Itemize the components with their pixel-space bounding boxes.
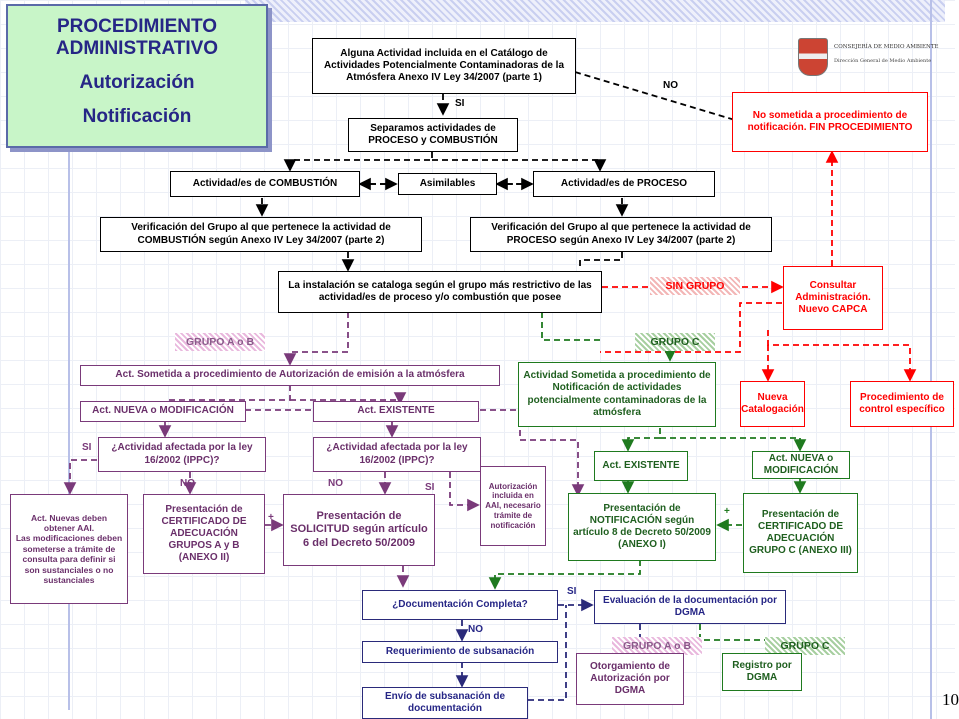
node-act-nueva-modificacion: Act. NUEVA o MODIFICACIÓN — [80, 401, 246, 422]
band-grupo-ab-2: GRUPO A o B — [612, 637, 702, 655]
node-certificado-c: Presentación de CERTIFICADO DE ADECUACIÓ… — [743, 493, 858, 573]
node-requerimiento: Requerimiento de subsanación — [362, 641, 558, 663]
node-autorizacion-aai: Autorización incluida en AAI, necesario … — [480, 466, 546, 546]
band-grupo-c: GRUPO C — [635, 333, 715, 351]
node-consultar: Consultar Administración. Nuevo CAPCA — [783, 266, 883, 330]
node-documentacion-completa: ¿Documentación Completa? — [362, 590, 558, 620]
node-otorgamiento: Otorgamiento de Autorización por DGMA — [576, 653, 684, 705]
node-no-sometida: No sometida a procedimiento de notificac… — [732, 92, 928, 152]
label-plus-1: + — [268, 512, 274, 523]
node-envio: Envío de subsanación de documentación — [362, 687, 528, 719]
coat-of-arms-icon — [798, 38, 828, 76]
node-ippc-2: ¿Actividad afectada por la ley 16/2002 (… — [313, 437, 481, 472]
title-line-2: ADMINISTRATIVO — [55, 38, 219, 59]
node-ippc-1: ¿Actividad afectada por la ley 16/2002 (… — [98, 437, 266, 472]
title-box: PROCEDIMIENTO ADMINISTRATIVO Autorizació… — [6, 4, 268, 148]
node-solicitud: Presentación de SOLICITUD según artículo… — [283, 494, 435, 566]
band-grupo-c-2: GRUPO C — [765, 637, 845, 655]
page-number: 10 — [942, 690, 959, 709]
node-notificacion: Presentación de NOTIFICACIÓN según artíc… — [568, 493, 716, 561]
band-grupo-ab: GRUPO A o B — [175, 333, 265, 351]
node-act-autorizacion: Act. Sometida a procedimiento de Autoriz… — [80, 365, 500, 386]
node-evaluacion: Evaluación de la documentación por DGMA — [594, 590, 786, 624]
node-act-notificacion: Actividad Sometida a procedimiento de No… — [518, 362, 716, 427]
right-rule — [930, 0, 932, 719]
label-si-3: SI — [425, 482, 435, 493]
label-no-2: NO — [180, 478, 195, 489]
logo: CONSEJERÍA DE MEDIO AMBIENTE Dirección G… — [790, 30, 940, 85]
label-no-1: NO — [663, 80, 678, 91]
label-si-4: SI — [567, 586, 577, 597]
node-procedimiento-control: Procedimiento de control específico — [850, 381, 954, 427]
node-combustion: Actividad/es de COMBUSTIÓN — [170, 171, 360, 197]
logo-line-2: Dirección General de Medio Ambiente — [834, 58, 932, 64]
node-act-existente: Act. EXISTENTE — [313, 401, 479, 422]
node-registro: Registro por DGMA — [722, 653, 802, 691]
left-rule — [68, 150, 70, 710]
node-c-nueva: Act. NUEVA o MODIFICACIÓN — [752, 451, 850, 479]
label-plus-2: + — [724, 506, 730, 517]
node-verif-proceso: Verificación del Grupo al que pertenece … — [470, 217, 772, 252]
node-certificado-ab: Presentación de CERTIFICADO DE ADECUACIÓ… — [143, 494, 265, 574]
node-verif-combustion: Verificación del Grupo al que pertenece … — [100, 217, 422, 252]
node-catalogo: Alguna Actividad incluida en el Catálogo… — [312, 38, 576, 94]
title-line-1: PROCEDIMIENTO — [56, 16, 218, 37]
label-si-2: SI — [82, 442, 92, 453]
node-proceso: Actividad/es de PROCESO — [533, 171, 715, 197]
node-cataloga: La instalación se cataloga según el grup… — [278, 271, 602, 313]
title-line-4: Notificación — [82, 106, 192, 127]
label-no-4: NO — [468, 624, 483, 635]
top-band — [245, 0, 945, 22]
node-nueva-catalogacion: Nueva Catalogación — [740, 381, 805, 427]
band-sin-grupo: SIN GRUPO — [650, 277, 740, 295]
node-separamos: Separamos actividades de PROCESO y COMBU… — [348, 118, 518, 152]
node-asimilables: Asimilables — [398, 173, 497, 195]
title-line-3: Autorización — [79, 72, 195, 93]
node-c-existente: Act. EXISTENTE — [594, 451, 688, 481]
label-no-3: NO — [328, 478, 343, 489]
logo-line-1: CONSEJERÍA DE MEDIO AMBIENTE — [834, 44, 939, 50]
node-nuevas-aai: Act. Nuevas deben obtener AAI. Las modif… — [10, 494, 128, 604]
label-si-1: SI — [455, 98, 465, 109]
